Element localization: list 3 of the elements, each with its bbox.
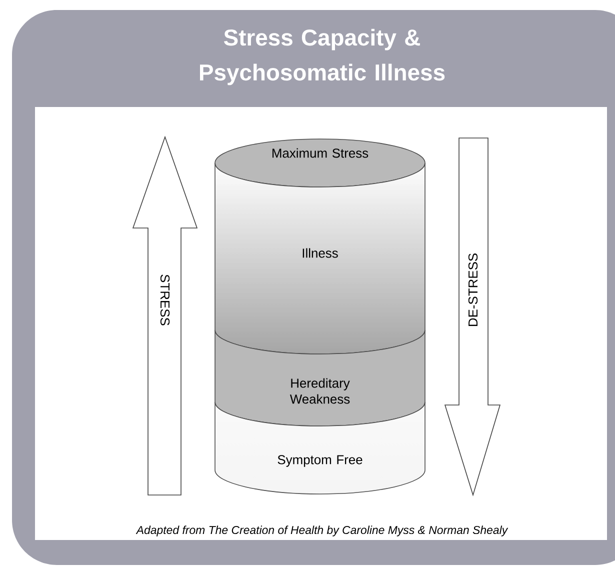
title: Stress Capacity & Psychosomatic Illness: [200, 28, 445, 86]
cylinder-band: Maximum Stress: [214, 138, 426, 188]
caption: Adapted from The Creation of Health by Caroline Myss & Norman Shealy: [136, 526, 508, 536]
